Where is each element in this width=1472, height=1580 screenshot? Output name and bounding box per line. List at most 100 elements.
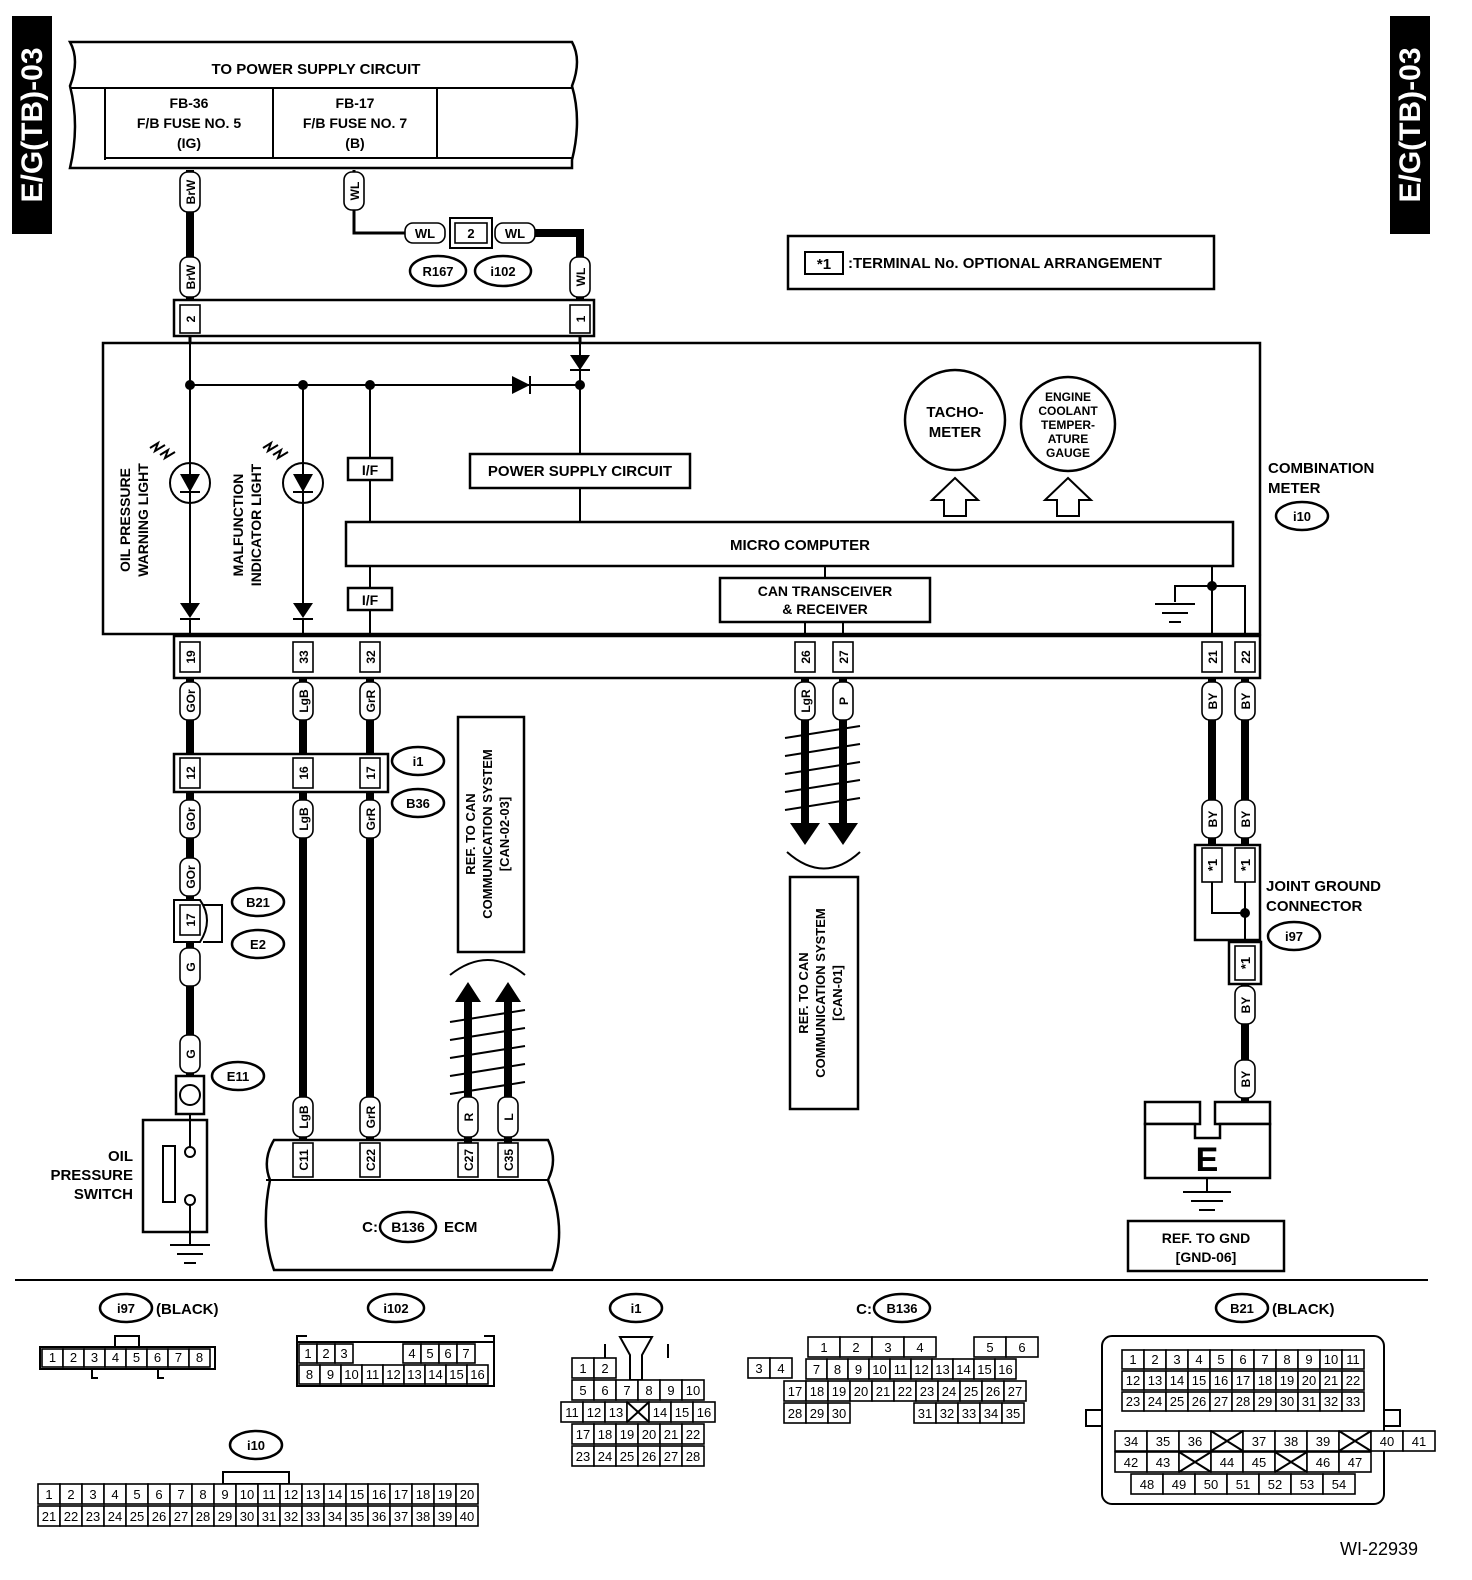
pin-cell xyxy=(455,1483,479,1505)
svg-text:*1: *1 xyxy=(1205,859,1220,871)
pin-cell xyxy=(681,1423,705,1445)
pin-label: 11 xyxy=(894,1362,908,1377)
pin-label: 4 xyxy=(408,1346,415,1361)
pin-label: 42 xyxy=(1124,1455,1138,1470)
pin-cell xyxy=(1001,1402,1025,1424)
pin-label: 2 xyxy=(67,1487,74,1502)
pin-cell xyxy=(692,1401,716,1423)
blank-pin xyxy=(1274,1451,1308,1473)
pin-cell xyxy=(466,1364,489,1385)
pin-label: 40 xyxy=(460,1509,474,1524)
svg-text:COMBINATION: COMBINATION xyxy=(1268,460,1374,477)
svg-text:19: 19 xyxy=(184,650,198,664)
pin-label: 15 xyxy=(449,1367,463,1382)
svg-text:*1: *1 xyxy=(1238,859,1253,871)
svg-text:ATURE: ATURE xyxy=(1048,432,1088,446)
pin-label: 23 xyxy=(86,1509,100,1524)
svg-text:BY: BY xyxy=(1239,693,1253,710)
pin-label: 21 xyxy=(42,1509,56,1524)
svg-text:*1: *1 xyxy=(1238,957,1253,969)
pin-label: 22 xyxy=(1346,1373,1360,1388)
pin-label: 3 xyxy=(884,1340,891,1355)
svg-text:GrR: GrR xyxy=(364,1105,378,1128)
pin-label: 37 xyxy=(394,1509,408,1524)
pin-label: 6 xyxy=(444,1346,451,1361)
pin-label: 2 xyxy=(70,1350,77,1365)
oil-pressure-warning-light xyxy=(149,440,211,504)
pin-label: 13 xyxy=(306,1487,320,1502)
pin-cell xyxy=(188,1348,211,1368)
svg-text:METER: METER xyxy=(1268,480,1321,497)
svg-text:LgR: LgR xyxy=(799,689,813,713)
pin-label: 50 xyxy=(1204,1477,1218,1492)
pin-label: 3 xyxy=(89,1487,96,1502)
svg-text:E: E xyxy=(1196,1141,1219,1179)
connector-b36: B36 xyxy=(406,796,430,811)
pin-label: 1 xyxy=(579,1361,586,1376)
svg-text:L: L xyxy=(502,1113,516,1120)
figure-id: WI-22939 xyxy=(1340,1539,1418,1559)
svg-text:[CAN-02-03]: [CAN-02-03] xyxy=(497,797,512,871)
pin-label: 12 xyxy=(914,1362,928,1377)
svg-text:PRESSURE: PRESSURE xyxy=(50,1167,133,1184)
pin-label: 4 xyxy=(1195,1352,1202,1367)
svg-text:OIL: OIL xyxy=(108,1148,133,1165)
connector-r167: R167 xyxy=(422,264,453,279)
pin-label: 37 xyxy=(1252,1434,1266,1449)
pin-label: 27 xyxy=(174,1509,188,1524)
pin-label: 21 xyxy=(664,1427,678,1442)
connector-i97: i97 xyxy=(1285,929,1303,944)
pin-label: 29 xyxy=(810,1406,824,1421)
svg-text:17: 17 xyxy=(364,766,378,780)
svg-text:i97: i97 xyxy=(117,1301,135,1316)
pin-label: 35 xyxy=(350,1509,364,1524)
pin-label: 19 xyxy=(832,1384,846,1399)
pin-label: 19 xyxy=(1280,1373,1294,1388)
svg-text:[GND-06]: [GND-06] xyxy=(1176,1249,1237,1265)
svg-text:GOr: GOr xyxy=(184,689,198,713)
pin-label: 14 xyxy=(653,1405,667,1420)
pin-label: 2 xyxy=(1151,1352,1158,1367)
svg-text:COOLANT: COOLANT xyxy=(1038,404,1098,418)
pin-label: 32 xyxy=(1324,1394,1338,1409)
svg-text:22: 22 xyxy=(1239,650,1253,664)
pin-label: 27 xyxy=(1008,1384,1022,1399)
pin-label: 13 xyxy=(407,1367,421,1382)
connector-b136: B136 xyxy=(391,1219,425,1235)
pin-label: 24 xyxy=(108,1509,122,1524)
pin-cell xyxy=(681,1379,705,1401)
pin-cell xyxy=(593,1357,617,1379)
pin-label: 1 xyxy=(49,1350,56,1365)
pin-label: 11 xyxy=(366,1367,380,1382)
pin-label: 20 xyxy=(1302,1373,1316,1388)
pin-label: 51 xyxy=(1236,1477,1250,1492)
pin-label: 29 xyxy=(218,1509,232,1524)
micro-computer-label: MICRO COMPUTER xyxy=(730,537,870,554)
svg-text:E/G(TB)-03: E/G(TB)-03 xyxy=(16,47,49,202)
svg-text:17: 17 xyxy=(184,913,198,927)
pin-label: 4 xyxy=(112,1350,119,1365)
pin-cell xyxy=(994,1358,1017,1380)
pin-label: 17 xyxy=(576,1427,590,1442)
svg-text:(IG): (IG) xyxy=(177,135,201,151)
svg-text:(BLACK): (BLACK) xyxy=(1272,1301,1334,1318)
pin-label: 18 xyxy=(416,1487,430,1502)
pin-label: 36 xyxy=(372,1509,386,1524)
svg-text:WL: WL xyxy=(348,182,362,201)
svg-text:C:: C: xyxy=(856,1301,872,1318)
svg-text:R: R xyxy=(462,1112,476,1121)
pin-label: 16 xyxy=(1214,1373,1228,1388)
pin-cell xyxy=(1341,1370,1365,1391)
malfunction-indicator-light xyxy=(262,440,324,504)
pin-cell xyxy=(769,1357,793,1379)
pin-label: 21 xyxy=(876,1384,890,1399)
pin-cell xyxy=(1402,1430,1436,1452)
pin-label: 10 xyxy=(872,1362,886,1377)
pin-cell xyxy=(456,1343,476,1364)
pin-label: 21 xyxy=(1324,1373,1338,1388)
pin-label: 5 xyxy=(133,1350,140,1365)
svg-text:P: P xyxy=(837,697,851,705)
svg-text:LgB: LgB xyxy=(297,807,311,831)
pin-label: 20 xyxy=(854,1384,868,1399)
